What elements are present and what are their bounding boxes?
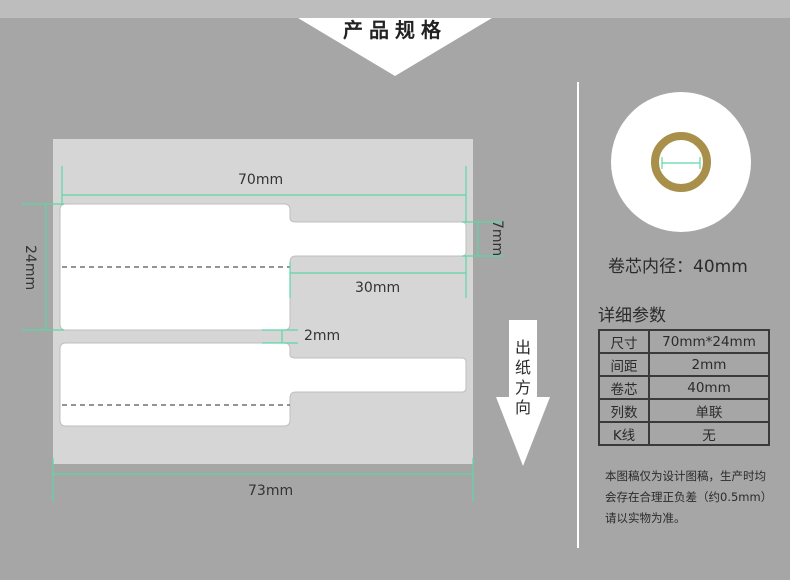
feed-direction-label: 出纸方向: [514, 338, 531, 417]
table-row: 列数 单联: [598, 398, 770, 423]
divider: [577, 82, 579, 548]
header-banner: [298, 18, 492, 76]
top-strip: [0, 0, 790, 18]
page-title: 产品规格: [343, 18, 447, 42]
table-row: 间距 2mm: [598, 352, 770, 377]
params-table: 尺寸 70mm*24mm 间距 2mm 卷芯 40mm 列数 单联 K线 无: [598, 329, 770, 446]
tail-height-label: 7mm: [489, 220, 505, 257]
gap-label: 2mm: [304, 328, 341, 344]
roll-core-caption: 卷芯内径：40mm: [608, 257, 748, 277]
feed-direction-arrow: [496, 320, 550, 466]
tail-length-label: 30mm: [355, 280, 401, 296]
table-row: 尺寸 70mm*24mm: [598, 329, 770, 354]
table-row: K线 无: [598, 421, 770, 446]
roll-core: [651, 132, 711, 192]
width-dimension-label: 70mm: [238, 172, 284, 188]
params-title: 详细参数: [598, 306, 666, 326]
disclaimer-note: 本图稿仅为设计图稿，生产时均会存在合理正负差（约0.5mm）请以实物为准。: [605, 469, 767, 525]
table-row: 卷芯 40mm: [598, 375, 770, 400]
liner-width-label: 73mm: [248, 483, 294, 499]
height-dimension-label: 24mm: [22, 245, 38, 291]
